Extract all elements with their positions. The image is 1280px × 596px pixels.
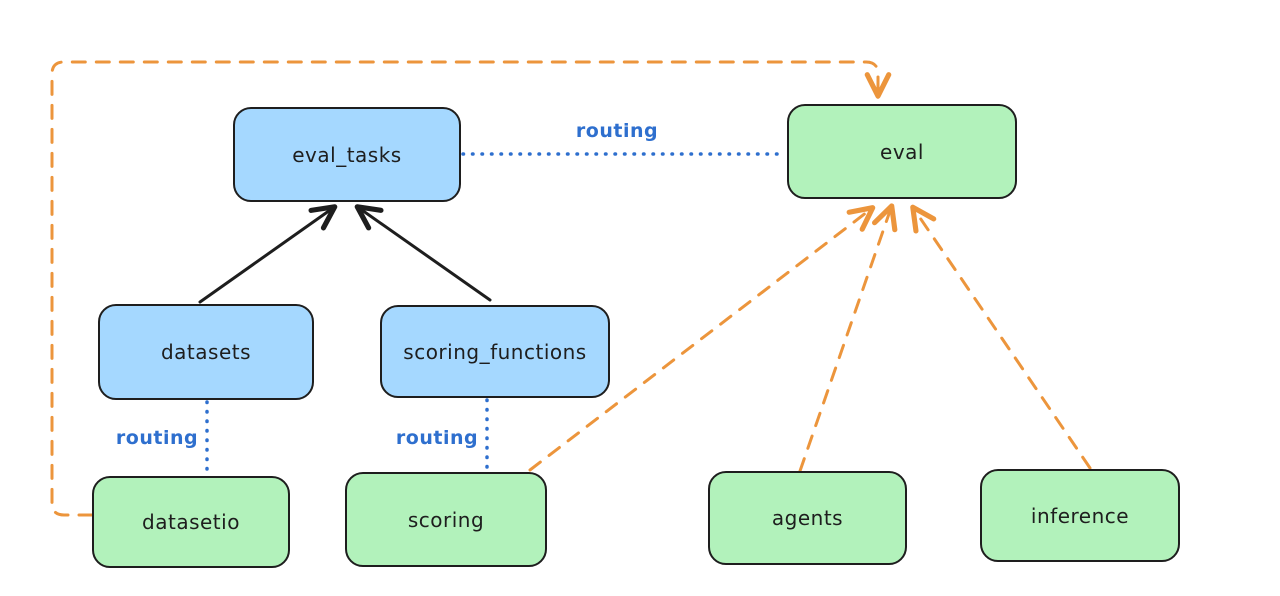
node-inference-label: inference [1030, 503, 1130, 528]
node-datasetio: datasetio [92, 476, 290, 568]
node-datasetio-label: datasetio [142, 510, 240, 534]
node-inference: inference [980, 469, 1180, 562]
node-scoring-label: scoring [407, 507, 485, 532]
edge-datasets-to-eval-tasks [198, 204, 338, 304]
node-scoring-functions: scoring_functions [380, 305, 610, 398]
node-agents-label: agents [771, 506, 844, 530]
node-datasets: datasets [98, 304, 314, 400]
node-eval-tasks-label: eval_tasks [292, 142, 402, 167]
node-agents: agents [708, 471, 907, 565]
node-eval-tasks: eval_tasks [233, 107, 461, 202]
edge-agents-to-eval [798, 203, 898, 473]
node-eval: eval [787, 104, 1017, 199]
node-eval-label: eval [880, 139, 924, 164]
edge-datasetio-to-eval [50, 60, 892, 517]
edge-inference-to-eval [910, 204, 1092, 470]
node-scoring: scoring [345, 472, 547, 567]
edge-scoring-functions-to-eval-tasks [354, 204, 492, 302]
edge-scoring-to-eval [528, 205, 876, 472]
routing-label-eval-tasks-eval: routing [575, 120, 659, 142]
node-datasets-label: datasets [160, 340, 252, 364]
routing-label-scoring-functions-scoring: routing [395, 427, 479, 449]
routing-label-datasets-datasetio: routing [115, 427, 199, 449]
node-scoring-functions-label: scoring_functions [403, 339, 587, 364]
